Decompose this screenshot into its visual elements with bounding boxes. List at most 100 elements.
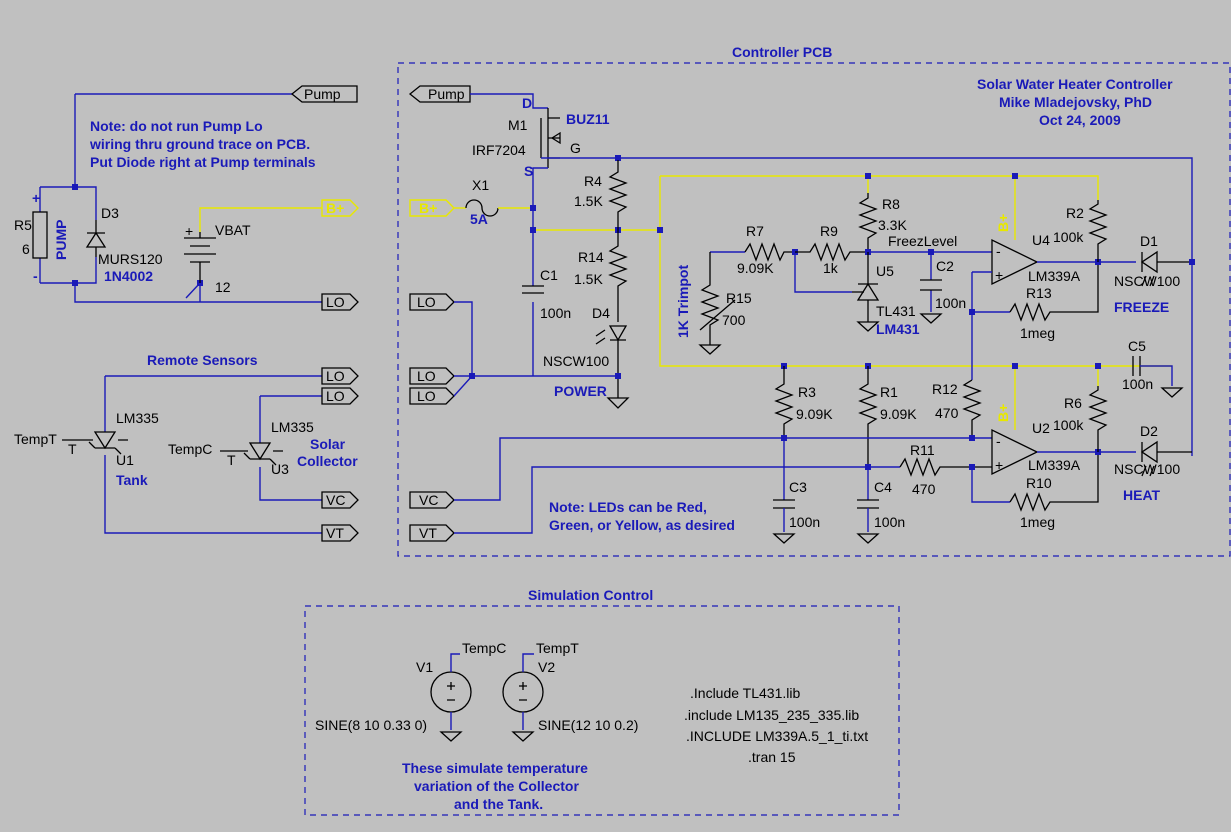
- title-line-3: Oct 24, 2009: [1039, 112, 1121, 128]
- pump-note-2: wiring thru ground trace on PCB.: [89, 136, 310, 152]
- led-note-2: Green, or Yellow, as desired: [549, 517, 735, 533]
- r15-label: R15: [726, 290, 752, 306]
- sim-note-3: and the Tank.: [454, 796, 543, 812]
- v1-source: [430, 671, 472, 713]
- r3-resistor: [774, 366, 794, 438]
- port-lo-s1-label: LO: [326, 368, 345, 384]
- d2-label: D2: [1140, 423, 1158, 439]
- r13-resistor: [1009, 262, 1099, 322]
- pump-note-1: Note: do not run Pump Lo: [90, 118, 263, 134]
- port-lo-pcb-2: [409, 367, 455, 385]
- r4-value: 1.5K: [574, 193, 603, 209]
- m1-mosfet: [540, 108, 560, 168]
- m1-pin-g: G: [570, 140, 581, 156]
- r14-resistor: [608, 230, 628, 322]
- pump-minus: -: [33, 268, 38, 284]
- v2-value: SINE(12 10 0.2): [538, 717, 638, 733]
- d4-value: NSCW100: [543, 353, 609, 369]
- controller-pcb-box: [397, 62, 1231, 557]
- port-lo-pcb-1: [409, 293, 455, 311]
- r6-resistor: [1088, 386, 1108, 452]
- sim-note-2: variation of the Collector: [414, 778, 579, 794]
- u3-part: LM335: [271, 419, 314, 435]
- u3-sensor: [248, 442, 272, 461]
- c2-label: C2: [936, 258, 954, 274]
- vbat-plus: +: [185, 223, 193, 239]
- d2-desc: HEAT: [1123, 487, 1161, 503]
- r10-value: 1meg: [1020, 514, 1055, 530]
- u4-minus: -: [996, 243, 1001, 259]
- c1-capacitor: [522, 285, 544, 294]
- vbat-battery: [184, 232, 216, 283]
- r1-resistor: [858, 366, 878, 467]
- port-lo-top: [321, 293, 359, 311]
- freez-level-net: FreezLevel: [888, 233, 957, 249]
- port-bplus-pcb-label: B+: [419, 200, 437, 216]
- r1-value: 9.09K: [880, 406, 917, 422]
- r6-label: R6: [1064, 395, 1082, 411]
- remote-sensors-title: Remote Sensors: [147, 352, 258, 368]
- r10-resistor: [1009, 452, 1099, 512]
- port-lo-pcb-3-label: LO: [417, 388, 436, 404]
- m1-alt: IRF7204: [472, 142, 526, 158]
- r5-value: 6: [22, 241, 30, 257]
- u2-minus: -: [996, 433, 1001, 449]
- u4-plus: +: [995, 267, 1003, 283]
- c5-value: 100n: [1122, 376, 1153, 392]
- title-line-2: Mike Mladejovsky, PhD: [999, 94, 1152, 110]
- r2-resistor: [1088, 200, 1108, 262]
- trimpot-note: 1K Trimpot: [675, 265, 691, 338]
- c1-value: 100n: [540, 305, 571, 321]
- u1-part: LM335: [116, 410, 159, 426]
- u4-label: U4: [1032, 232, 1050, 248]
- r14-label: R14: [578, 249, 604, 265]
- r8-label: R8: [882, 196, 900, 212]
- port-vc-pcb-label: VC: [419, 492, 438, 508]
- v2-net: TempT: [536, 640, 579, 656]
- c4-capacitor: [857, 499, 879, 509]
- r10-label: R10: [1026, 475, 1052, 491]
- u1-pin: T: [68, 441, 77, 457]
- d1-label: D1: [1140, 233, 1158, 249]
- d3-diode: [85, 231, 107, 248]
- d1-led: [1140, 250, 1158, 274]
- c4-label: C4: [874, 479, 892, 495]
- u2-label: U2: [1032, 420, 1050, 436]
- port-pump-left-label: Pump: [304, 86, 341, 102]
- r3-label: R3: [798, 384, 816, 400]
- d3-part: MURS120: [98, 251, 163, 267]
- d3-alt: 1N4002: [104, 268, 153, 284]
- u2-plus: +: [995, 457, 1003, 473]
- ground-symbol: [606, 397, 630, 409]
- r9-resistor: [795, 242, 868, 262]
- port-vt-pcb-label: VT: [419, 525, 437, 541]
- m1-pin-s: S: [524, 163, 533, 179]
- u3-pin: T: [227, 452, 236, 468]
- directive-3: .INCLUDE LM339A.5_1_ti.txt: [686, 728, 868, 744]
- pump-plus: +: [32, 190, 40, 206]
- c3-value: 100n: [789, 514, 820, 530]
- pump-note-3: Put Diode right at Pump terminals: [90, 154, 316, 170]
- port-vt-pcb: [409, 524, 455, 542]
- c2-value: 100n: [935, 295, 966, 311]
- r4-label: R4: [584, 173, 602, 189]
- r11-value: 470: [912, 481, 936, 497]
- directive-2: .include LM135_235_335.lib: [684, 707, 859, 723]
- c3-capacitor: [773, 499, 795, 509]
- v1-net: TempC: [462, 640, 506, 656]
- r2-label: R2: [1066, 205, 1084, 221]
- r2-value: 100k: [1053, 229, 1084, 245]
- d4-led: [608, 325, 628, 342]
- port-bplus-left-label: B+: [326, 200, 344, 216]
- simulation-control-box: [304, 605, 900, 816]
- port-bplus-pcb: [409, 199, 455, 217]
- c4-value: 100n: [874, 514, 905, 530]
- r15-trimpot: [700, 252, 720, 345]
- port-vt-left: [321, 524, 359, 542]
- m1-part: BUZ11: [566, 111, 610, 127]
- vbat-value: 12: [215, 279, 231, 295]
- u5-alt: LM431: [876, 321, 920, 337]
- port-lo-s2: [321, 387, 359, 405]
- v1-label: V1: [416, 659, 433, 675]
- v1-value: SINE(8 10 0.33 0): [315, 717, 427, 733]
